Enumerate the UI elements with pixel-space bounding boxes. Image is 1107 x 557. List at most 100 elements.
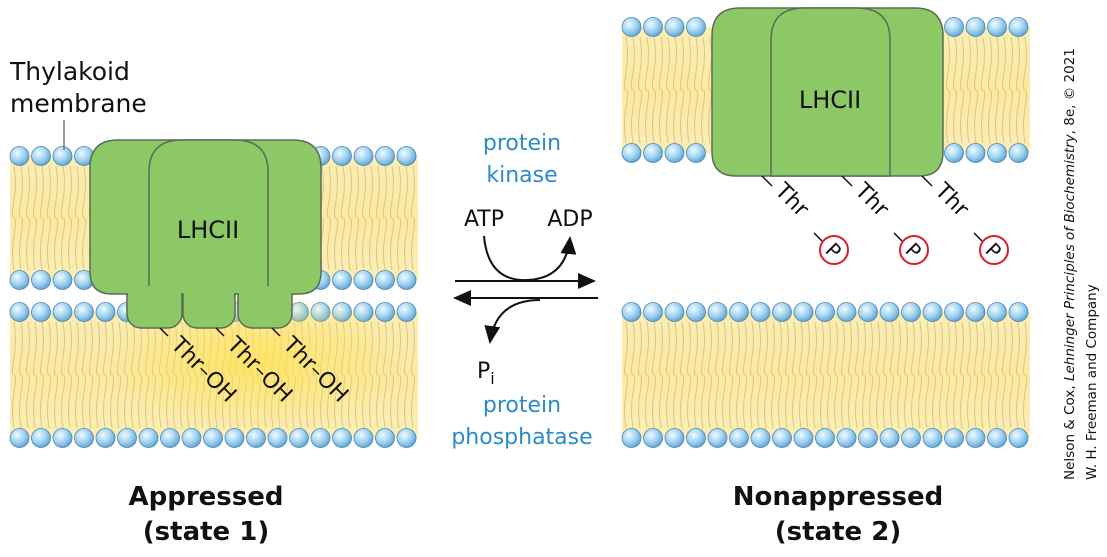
lipid-head (353, 270, 374, 290)
kinase-curve-arrow (483, 235, 577, 282)
lipid-head (987, 143, 1007, 163)
lipid-head (332, 428, 352, 448)
lipid-head (353, 428, 374, 448)
lipid-head (375, 428, 395, 448)
lipid-head (1008, 428, 1029, 448)
lipid-head (879, 428, 900, 448)
lipid-head (31, 428, 51, 448)
lipid-head (74, 428, 94, 448)
lipid-head (1008, 143, 1029, 163)
lipid-head (664, 143, 685, 163)
lipid-head (944, 17, 964, 37)
lipid-head (310, 428, 331, 448)
lipid-head (95, 302, 116, 322)
state1-title: Appressed (129, 482, 284, 512)
lipid-head (203, 428, 223, 448)
pi-label: Pi (477, 359, 495, 388)
appressed-glow (105, 290, 405, 430)
lipid-head (267, 428, 288, 448)
thr-p-bond-b2 (893, 232, 903, 242)
lipid-head (901, 428, 921, 448)
lipid-head (396, 302, 417, 322)
thr-p-bond-a2 (841, 175, 853, 187)
thr-label-2: Thr (849, 178, 894, 223)
membrane-right-lower (621, 302, 1030, 448)
thylakoid-label-line2: membrane (10, 89, 147, 118)
state1-subtitle: (state 1) (143, 517, 269, 547)
lhcii-right-core (770, 7, 891, 177)
lipid-head (965, 428, 986, 448)
thr-p-bond-b3 (973, 232, 983, 242)
lipid-head (74, 302, 94, 322)
credit-line2: W. H. Freeman and Company (1084, 284, 1100, 480)
kinase-label-line1: protein (483, 131, 561, 156)
lipid-head (815, 428, 835, 448)
lipid-head (858, 428, 878, 448)
lipid-head (686, 428, 706, 448)
lipid-head (224, 428, 245, 448)
lipid-head (31, 302, 51, 322)
thr-p-bond-a1 (761, 175, 773, 187)
lipid-head (686, 17, 706, 37)
lipid-head (9, 302, 30, 322)
lobe-join-2 (184, 286, 234, 300)
lhcii-right-label: LHCII (799, 86, 861, 114)
thr-label-3: Thr (929, 178, 974, 223)
lipid-head (987, 428, 1007, 448)
lipid-head (944, 302, 964, 322)
lipid-head (858, 302, 878, 322)
lipid-head (52, 146, 73, 166)
lipid-head (160, 428, 180, 448)
lipid-head (9, 146, 30, 166)
thr-oh-bond-2 (215, 327, 225, 337)
thr-oh-bond-3 (271, 327, 281, 337)
lipid-head (772, 302, 792, 322)
lipid-head (901, 302, 921, 322)
lhcii-complex-left: LHCII (89, 139, 322, 329)
lipid-head (396, 428, 417, 448)
credit-block: Nelson & Cox, Lehninger Principles of Bi… (1062, 48, 1100, 480)
phosphatase-curve-arrow (484, 299, 541, 344)
lipid-head (9, 270, 30, 290)
lipid-head (750, 302, 771, 322)
state2-title: Nonappressed (733, 482, 944, 512)
lipid-head (686, 143, 706, 163)
lipid-head (944, 143, 964, 163)
thr-label-1: Thr (769, 178, 814, 223)
lipid-head (353, 146, 374, 166)
lipid-head (686, 302, 706, 322)
thylakoid-label-line1: Thylakoid (9, 57, 130, 86)
membrane-right-lower-tails (624, 321, 1027, 429)
lipid-head (664, 428, 685, 448)
lipid-head (52, 302, 73, 322)
lipid-head (95, 428, 116, 448)
lipid-head (922, 428, 943, 448)
lipid-head (815, 302, 835, 322)
lipid-head (396, 146, 417, 166)
lipid-head (181, 428, 202, 448)
lipid-head (138, 428, 159, 448)
lipid-head (664, 302, 685, 322)
reaction-center: protein kinase ATP ADP Pi protein phosph… (451, 131, 598, 450)
atp-label: ATP (464, 207, 504, 232)
lipid-head (793, 428, 814, 448)
lipid-head (965, 302, 986, 322)
lipid-head (707, 302, 728, 322)
lipid-head (246, 428, 266, 448)
lipid-head (1008, 17, 1029, 37)
lipid-head (729, 428, 749, 448)
thr-p-labels: Thr P Thr P Thr P (761, 175, 1009, 265)
lipid-head (375, 270, 395, 290)
kinase-label-line2: kinase (486, 163, 557, 188)
thr-p-bond-b1 (813, 232, 823, 242)
lipid-head (9, 428, 30, 448)
lipid-head (836, 302, 857, 322)
lipid-head (31, 146, 51, 166)
lipid-head (643, 302, 663, 322)
lipid-head (117, 428, 137, 448)
lipid-head (621, 17, 642, 37)
lipid-head (332, 270, 352, 290)
phospho-circle-2 (899, 235, 929, 265)
lipid-head (396, 270, 417, 290)
